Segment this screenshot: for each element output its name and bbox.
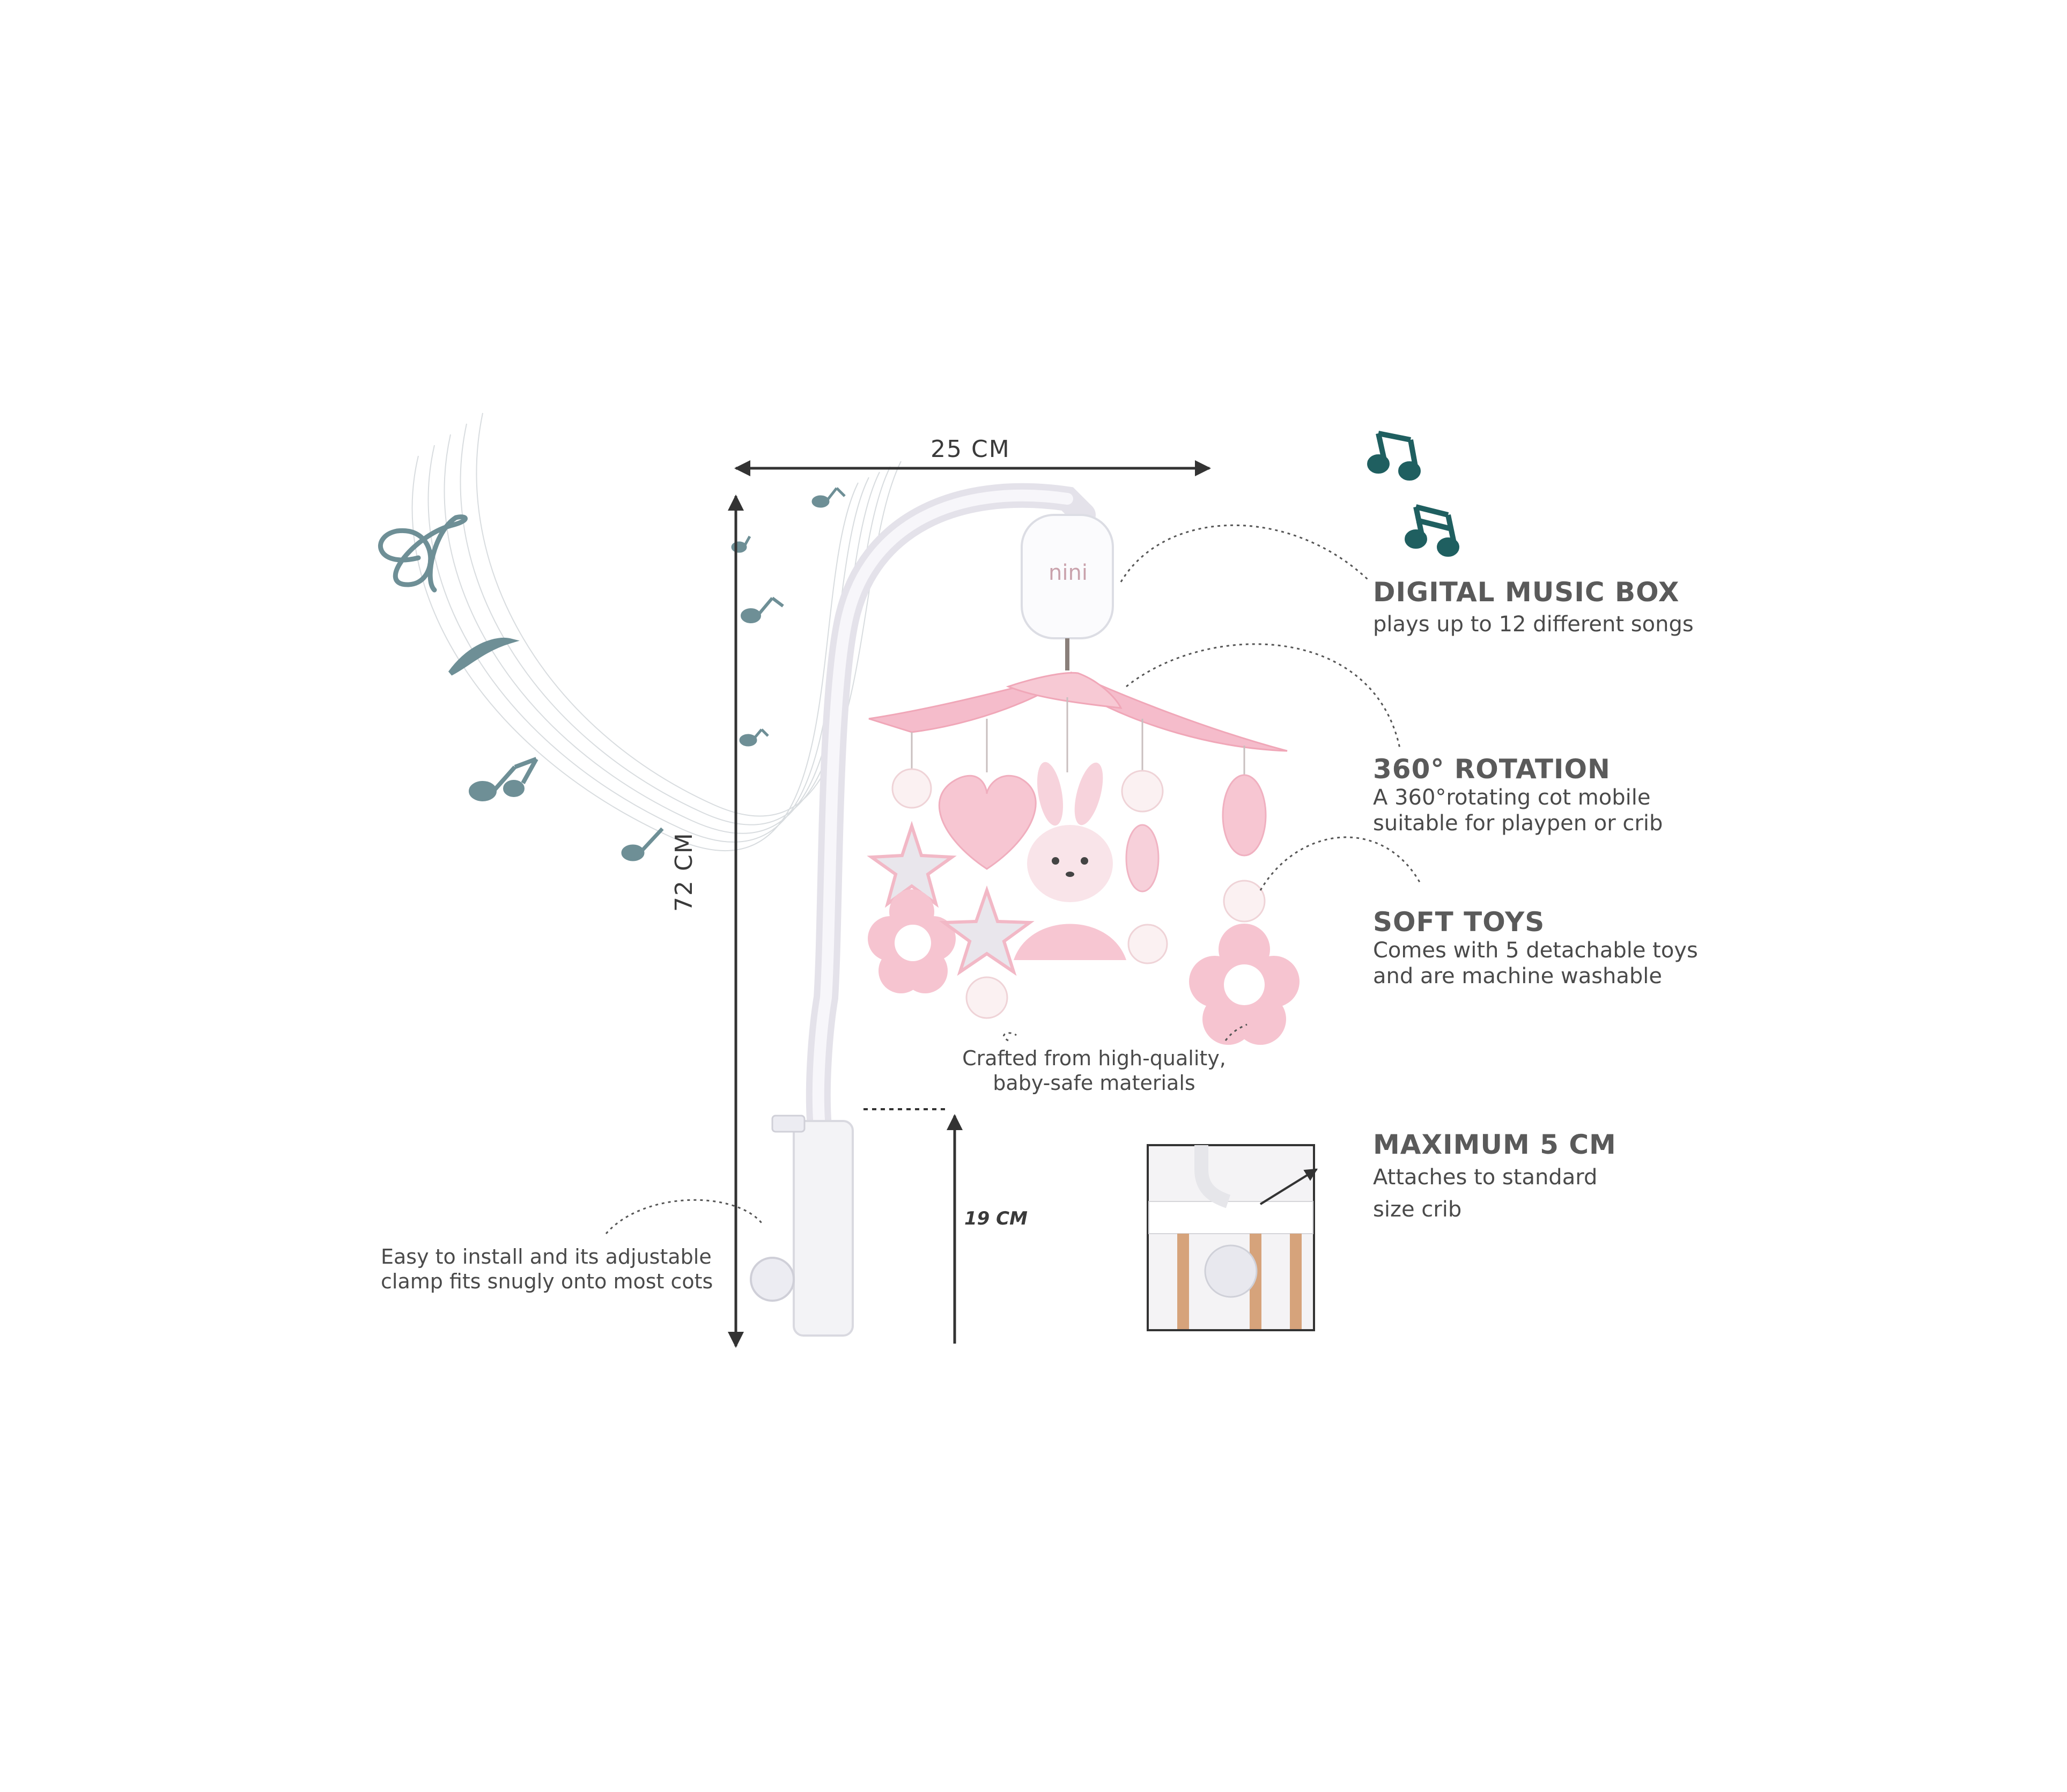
treble-clef-icon bbox=[378, 514, 468, 593]
feature-desc-max-5cm: Attaches to standard size crib bbox=[1373, 1165, 1598, 1222]
star-toy-left bbox=[867, 821, 957, 908]
clamp-knob bbox=[750, 1257, 795, 1302]
hanging-strings bbox=[911, 697, 1245, 778]
eighth-note-icon-low bbox=[621, 827, 664, 861]
feature-desc-music-box: plays up to 12 different songs bbox=[1373, 612, 1694, 637]
callout-lines bbox=[605, 524, 1422, 1234]
pom-pom-left bbox=[891, 768, 932, 809]
feature-desc-rotation: A 360°rotating cot mobile suitable for p… bbox=[1373, 785, 1663, 836]
flower-toy-right bbox=[1189, 924, 1300, 1045]
bunny-toy bbox=[1014, 762, 1126, 960]
small-note-icon-upper bbox=[811, 487, 846, 508]
double-note-icon bbox=[1367, 431, 1421, 481]
beamed-note-icon bbox=[1405, 504, 1459, 557]
pink-canopy bbox=[868, 671, 1288, 752]
feature-title-soft-toys: SOFT TOYS bbox=[1373, 906, 1545, 938]
feature-desc-soft-toys: Comes with 5 detachable toys and are mac… bbox=[1373, 938, 1698, 989]
music-box bbox=[1021, 514, 1114, 670]
feature-title-music-box: DIGITAL MUSIC BOX bbox=[1373, 577, 1680, 608]
materials-note: Crafted from high-quality, baby-safe mat… bbox=[962, 1046, 1226, 1095]
feature-title-rotation: 360° ROTATION bbox=[1373, 754, 1611, 785]
oval-toy-right bbox=[1222, 774, 1267, 923]
clamp-height-label: 19 CM bbox=[964, 1208, 1028, 1229]
beamed-notes-icon-left bbox=[469, 757, 538, 801]
install-note: Easy to install and its adjustable clamp… bbox=[381, 1245, 713, 1293]
feature-title-max-5cm: MAXIMUM 5 CM bbox=[1373, 1129, 1616, 1160]
pom-pom-bottom bbox=[965, 976, 1008, 1019]
crib-inset-photo bbox=[1147, 1144, 1318, 1331]
crescent-note-icon bbox=[448, 637, 520, 676]
eighth-note-icon-mid bbox=[741, 596, 784, 623]
width-dimension-label: 25 CM bbox=[931, 436, 1010, 463]
height-dimension-label: 72 CM bbox=[670, 832, 698, 912]
mobile-arm bbox=[750, 483, 1096, 1337]
drop-toy bbox=[1125, 824, 1160, 893]
small-note-icon-side bbox=[731, 535, 769, 747]
star-toy-center bbox=[939, 885, 1035, 976]
brand-logo: nini bbox=[1049, 561, 1088, 585]
pom-pom-right bbox=[1121, 770, 1168, 964]
heart-toy bbox=[938, 775, 1037, 870]
flower-toy-left bbox=[868, 889, 956, 993]
